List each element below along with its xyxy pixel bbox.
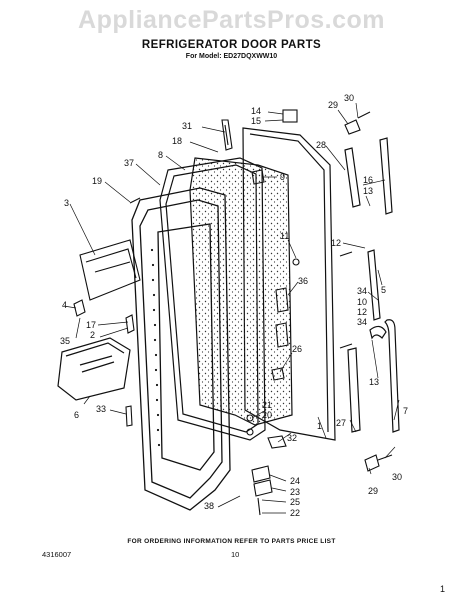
page-number: 10	[231, 550, 240, 559]
callout-17: 17	[86, 320, 96, 330]
callout-10: 10	[357, 297, 367, 307]
ordering-note: FOR ORDERING INFORMATION REFER TO PARTS …	[127, 538, 336, 545]
callout-1: 1	[317, 421, 322, 431]
door-gasket	[159, 157, 266, 441]
page-title: REFRIGERATOR DOOR PARTS	[141, 39, 322, 51]
callout-8: 8	[158, 150, 163, 160]
callout-36: 36	[298, 276, 308, 286]
callout-22: 22	[290, 508, 300, 518]
callout-32: 32	[287, 433, 297, 443]
callout-13: 13	[369, 377, 379, 387]
callout-34: 34	[357, 286, 367, 296]
callout-25: 25	[290, 497, 300, 507]
callout-38: 38	[204, 501, 214, 511]
callout-30: 30	[392, 472, 402, 482]
watermark: AppliancePartsPros.com	[78, 6, 385, 34]
bin-cover-parts	[73, 299, 135, 334]
callout-12: 12	[357, 307, 367, 317]
hinge-hardware	[251, 109, 393, 516]
model-subtitle: For Model: ED27DQXWW10	[185, 53, 278, 60]
corner-mark: 1	[440, 584, 446, 594]
lower-door-bin	[57, 337, 131, 401]
callout-31: 31	[182, 121, 192, 131]
callout-12: 12	[331, 238, 341, 248]
callout-11: 11	[280, 231, 289, 241]
callout-18: 18	[172, 136, 182, 146]
insulation-panel	[189, 157, 293, 426]
callout-16: 16	[363, 175, 373, 185]
callout-24: 24	[290, 476, 300, 486]
callout-27: 27	[336, 418, 346, 428]
callout-26: 26	[292, 344, 302, 354]
door-bracket	[125, 405, 133, 427]
callout-7: 7	[403, 406, 408, 416]
callout-33: 33	[96, 404, 106, 414]
callout-9: 9	[280, 172, 285, 182]
callout-21: 21	[262, 400, 272, 410]
callout-14: 14	[251, 106, 261, 116]
callout-29: 29	[368, 486, 378, 496]
inner-door-liner	[131, 187, 231, 511]
top-door-trim	[221, 119, 233, 151]
callout-13: 13	[363, 186, 373, 196]
callout-20: 20	[262, 410, 272, 420]
callout-6: 6	[74, 410, 79, 420]
callout-30: 30	[344, 93, 354, 103]
callout-15: 15	[251, 116, 261, 126]
leader-lines	[63, 102, 400, 514]
callout-19: 19	[92, 176, 102, 186]
callout-2: 2	[90, 330, 95, 340]
liner-shelf-holes	[150, 248, 161, 447]
callout-37: 37	[124, 158, 134, 168]
callout-labels: 30 29 14 15 31 18 28 8 37 9 16 13 19 3 1…	[60, 93, 408, 518]
callout-28: 28	[316, 140, 326, 150]
document-number: 4316007	[42, 550, 72, 559]
handle-trim-pieces	[344, 137, 400, 433]
door-small-parts	[129, 169, 353, 449]
upper-door-bin	[79, 239, 141, 301]
callout-29: 29	[328, 100, 338, 110]
callout-34: 34	[357, 317, 367, 327]
callout-4: 4	[62, 300, 67, 310]
callout-35: 35	[60, 336, 70, 346]
callout-23: 23	[290, 487, 300, 497]
callout-3: 3	[64, 198, 69, 208]
callout-5: 5	[381, 285, 386, 295]
